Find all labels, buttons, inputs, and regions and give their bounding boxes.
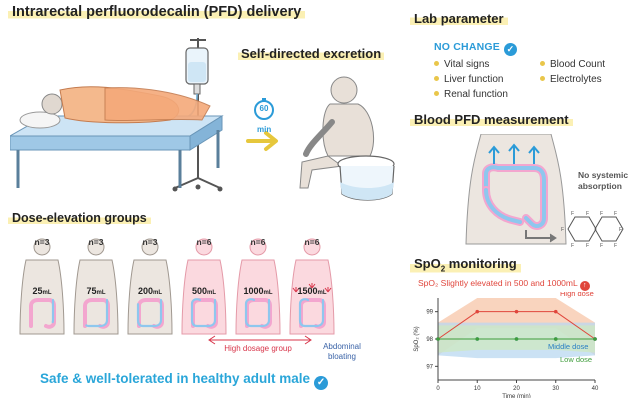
- dose-group-figure: [235, 238, 281, 335]
- x-tick-label: 40: [592, 386, 599, 392]
- group-dose-label: 200mL: [137, 286, 163, 296]
- data-point: [475, 337, 480, 341]
- dose-group-figures: [19, 238, 335, 335]
- excretion-title: Self-directed excretion: [238, 46, 385, 61]
- group-dose-label: 500mL: [191, 286, 217, 296]
- dose-group-figure: [19, 238, 65, 335]
- spo2-note: SpO₂ Slightly elevated in 500 and 1000mL…: [418, 278, 590, 291]
- dose-groups-title: Dose-elevation groups: [8, 211, 151, 225]
- data-point: [553, 337, 558, 341]
- data-point: [436, 337, 440, 341]
- svg-text:F: F: [600, 243, 603, 248]
- seated-person-illustration: [299, 76, 395, 201]
- x-tick-label: 30: [552, 386, 559, 392]
- group-n-label: n=6: [196, 237, 212, 247]
- data-point: [514, 337, 519, 341]
- timer-unit: min: [257, 125, 272, 134]
- dose-group-figure: [181, 238, 227, 335]
- data-point: [514, 309, 519, 314]
- group-n-label: n=6: [304, 237, 320, 247]
- blood-pfd-title: Blood PFD measurement: [410, 112, 573, 127]
- lab-item: Renal function: [434, 89, 508, 100]
- x-tick-label: 10: [474, 386, 481, 392]
- svg-text:F: F: [561, 227, 564, 233]
- bloating-mark: [292, 287, 300, 293]
- lab-item: Vital signs: [434, 59, 489, 70]
- lab-item: Electrolytes: [540, 74, 602, 85]
- y-axis-label: SpO₂ (%): [414, 326, 420, 351]
- series-label: Middle dose: [548, 342, 588, 351]
- conclusion-text: Safe & well-tolerated in healthy adult m…: [40, 371, 329, 390]
- bloating-mark: [308, 283, 316, 289]
- dose-group-figure: [73, 238, 119, 335]
- main-title: Intrarectal perfluorodecalin (PFD) deliv…: [8, 4, 306, 20]
- svg-text:F: F: [600, 211, 603, 217]
- timer-value: 60: [259, 104, 269, 113]
- svg-text:F: F: [571, 211, 574, 217]
- no-absorption-label: No systemic absorption: [578, 170, 629, 191]
- svg-text:F: F: [614, 211, 617, 217]
- bloating-mark: [324, 287, 332, 293]
- series-label: High dose: [560, 292, 594, 298]
- lab-item: Blood Count: [540, 59, 605, 70]
- svg-text:F: F: [571, 243, 574, 248]
- dose-group-figure: [127, 238, 173, 335]
- bed-illustration: [10, 38, 224, 192]
- pfd-molecule-icon: F F F F F F F F F F: [561, 211, 624, 248]
- check-icon: ✓: [503, 43, 517, 56]
- spo2-title: SpO2 monitoring: [410, 256, 521, 274]
- timer-icon: [254, 98, 274, 120]
- group-dose-label: 1500mL: [297, 286, 327, 296]
- y-tick-label: 97: [426, 364, 433, 370]
- y-tick-label: 98: [426, 337, 433, 343]
- series-label: Low dose: [560, 355, 592, 364]
- x-tick-label: 20: [513, 386, 520, 392]
- high-dosage-bracket: [208, 335, 312, 345]
- group-n-label: n=3: [88, 237, 104, 247]
- group-dose-label: 25mL: [32, 286, 52, 296]
- x-axis-label: Time (min): [502, 394, 530, 398]
- group-n-label: n=3: [34, 237, 50, 247]
- group-dose-label: 75mL: [86, 286, 106, 296]
- abdominal-bloating-label: Abdominal bloating: [323, 342, 361, 361]
- group-dose-label: 1000mL: [243, 286, 273, 296]
- dose-group-figure: [289, 238, 335, 335]
- svg-text:F: F: [614, 243, 617, 248]
- check-icon: ✓: [314, 376, 329, 390]
- svg-text:F: F: [619, 227, 622, 233]
- up-arrow-icon: ↑: [579, 281, 590, 291]
- group-n-label: n=6: [250, 237, 266, 247]
- data-point: [553, 309, 558, 314]
- group-n-label: n=3: [142, 237, 158, 247]
- right-arrow-icon: [246, 131, 278, 151]
- data-point: [475, 309, 480, 314]
- torso-colon-illustration: [465, 134, 567, 245]
- no-change-status: NO CHANGE✓: [434, 41, 517, 56]
- x-tick-label: 0: [436, 386, 440, 392]
- y-tick-label: 99: [426, 310, 433, 316]
- high-dosage-label: High dosage group: [224, 344, 292, 353]
- data-point: [593, 337, 597, 341]
- lab-item: Liver function: [434, 74, 503, 85]
- svg-text:F: F: [586, 211, 589, 217]
- svg-text:F: F: [586, 243, 589, 248]
- lab-title: Lab parameter: [410, 11, 508, 26]
